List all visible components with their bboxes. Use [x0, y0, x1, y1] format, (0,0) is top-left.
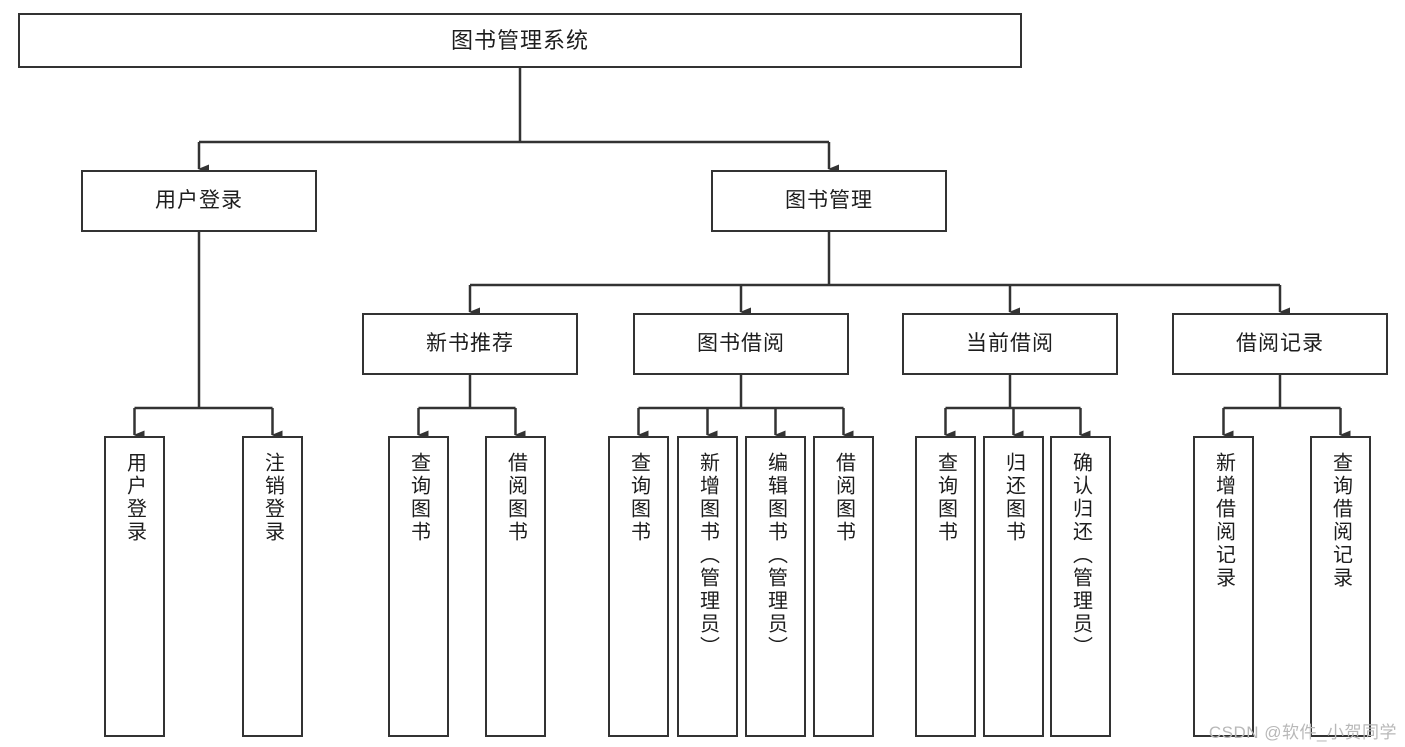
node-label-leaf-borrow-book-1: 借阅图书: [504, 452, 527, 544]
node-current[interactable]: 当前借阅: [902, 313, 1118, 375]
node-label-leaf-confirm-return: 确认归还（管理员）: [1069, 452, 1092, 659]
node-label-login: 用户登录: [155, 188, 243, 212]
node-label-leaf-user-login: 用户登录: [123, 452, 146, 544]
watermark-text: CSDN @软件_小贺同学: [1208, 723, 1397, 742]
node-label-leaf-edit-book: 编辑图书（管理员）: [764, 452, 787, 659]
node-leaf-logout[interactable]: 注销登录: [242, 436, 303, 737]
node-label-leaf-borrow-book-2: 借阅图书: [832, 452, 855, 544]
node-leaf-query-book-2[interactable]: 查询图书: [608, 436, 669, 737]
node-bookmgmt[interactable]: 图书管理: [711, 170, 947, 232]
node-label-leaf-query-book-1: 查询图书: [407, 452, 430, 544]
node-leaf-confirm-return[interactable]: 确认归还（管理员）: [1050, 436, 1111, 737]
node-label-leaf-return-book: 归还图书: [1002, 452, 1025, 544]
node-label-records: 借阅记录: [1236, 331, 1324, 355]
connector-group: [133, 68, 1351, 440]
node-label-leaf-add-book: 新增图书（管理员）: [696, 452, 719, 659]
node-leaf-query-book-3[interactable]: 查询图书: [915, 436, 976, 737]
node-label-leaf-logout: 注销登录: [261, 452, 284, 544]
node-label-root: 图书管理系统: [450, 27, 589, 53]
node-label-current: 当前借阅: [966, 331, 1054, 355]
node-borrow[interactable]: 图书借阅: [633, 313, 849, 375]
node-label-leaf-query-book-3: 查询图书: [934, 452, 957, 544]
node-leaf-return-book[interactable]: 归还图书: [983, 436, 1044, 737]
node-leaf-add-record[interactable]: 新增借阅记录: [1193, 436, 1254, 737]
node-leaf-query-record[interactable]: 查询借阅记录: [1310, 436, 1371, 737]
node-label-leaf-add-record: 新增借阅记录: [1212, 452, 1235, 590]
node-label-leaf-query-record: 查询借阅记录: [1329, 452, 1352, 590]
node-leaf-add-book[interactable]: 新增图书（管理员）: [677, 436, 738, 737]
node-leaf-borrow-book-1[interactable]: 借阅图书: [485, 436, 546, 737]
node-label-leaf-query-book-2: 查询图书: [627, 452, 650, 544]
node-newbook[interactable]: 新书推荐: [362, 313, 578, 375]
node-login[interactable]: 用户登录: [81, 170, 317, 232]
node-label-borrow: 图书借阅: [697, 331, 785, 355]
node-label-newbook: 新书推荐: [426, 331, 514, 355]
node-leaf-user-login[interactable]: 用户登录: [104, 436, 165, 737]
node-leaf-query-book-1[interactable]: 查询图书: [388, 436, 449, 737]
node-root[interactable]: 图书管理系统: [18, 13, 1022, 68]
node-records[interactable]: 借阅记录: [1172, 313, 1388, 375]
node-leaf-borrow-book-2[interactable]: 借阅图书: [813, 436, 874, 737]
node-label-bookmgmt: 图书管理: [785, 188, 873, 212]
node-leaf-edit-book[interactable]: 编辑图书（管理员）: [745, 436, 806, 737]
